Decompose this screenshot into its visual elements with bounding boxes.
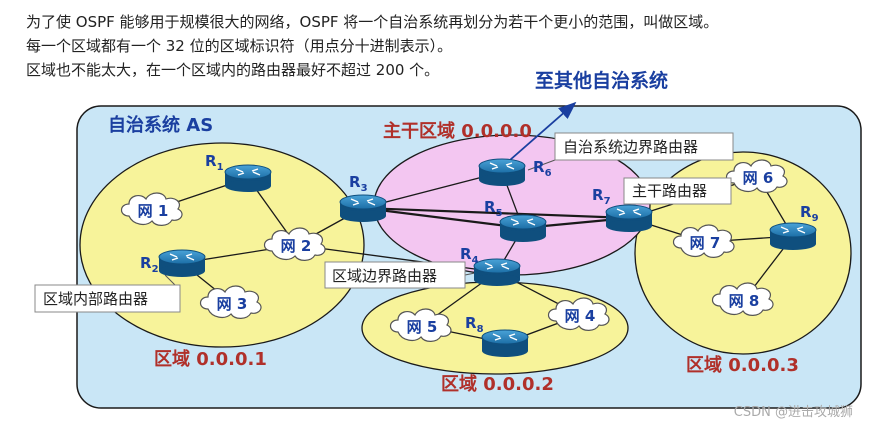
router-r8-icon (481, 329, 529, 358)
intro-line-3: 区域也不能太大，在一个区域内的路由器最好不超过 200 个。 (26, 61, 440, 79)
network-7-label: 网 7 (690, 234, 721, 252)
network-5-label: 网 5 (407, 318, 438, 336)
router-r2-label: R2 (140, 254, 159, 275)
network-2-label: 网 2 (281, 237, 312, 255)
router-r9-label: R9 (800, 203, 819, 224)
area-1-label: 区域 0.0.0.1 (154, 348, 267, 370)
as-label: 自治系统 AS (108, 114, 213, 136)
router-r3-icon (339, 194, 387, 223)
area-3-label: 区域 0.0.0.3 (686, 354, 799, 376)
callout-as-boundary: 自治系统边界路由器 (554, 132, 734, 161)
callout-backbone-router-text: 主干路由器 (632, 182, 707, 200)
watermark: CSDN @进击攻城狮 (734, 405, 853, 420)
router-r5-label: R5 (484, 198, 503, 219)
network-6-label: 网 6 (743, 169, 774, 187)
callout-as-boundary-text: 自治系统边界路由器 (563, 138, 698, 156)
router-r7-icon (605, 204, 653, 233)
callout-internal-router-text: 区域内部路由器 (43, 290, 148, 308)
router-r7-label: R7 (592, 186, 611, 207)
router-r3-label: R3 (349, 173, 368, 194)
router-r8-label: R8 (465, 314, 484, 335)
router-r6-label: R6 (533, 158, 552, 179)
callout-internal-router: 区域内部路由器 (34, 284, 181, 313)
router-r1-icon (224, 164, 272, 193)
router-r6-icon (478, 158, 526, 187)
backbone-area-label: 主干区域 0.0.0.0 (383, 120, 532, 142)
router-r1-label: R1 (205, 152, 224, 173)
network-1-label: 网 1 (138, 202, 169, 220)
network-3-label: 网 3 (217, 295, 248, 313)
network-8-label: 网 8 (729, 292, 760, 310)
intro-line-1: 为了使 OSPF 能够用于规模很大的网络，OSPF 将一个自治系统再划分为若干个… (26, 13, 719, 31)
intro-text: 为了使 OSPF 能够用于规模很大的网络，OSPF 将一个自治系统再划分为若干个… (26, 10, 866, 82)
router-r4-icon (473, 258, 521, 287)
callout-area-border: 区域边界路由器 (324, 261, 466, 289)
router-r9-icon (769, 222, 817, 251)
router-r4-label: R4 (460, 245, 479, 266)
router-r5-icon (499, 214, 547, 243)
network-4-label: 网 4 (565, 307, 596, 325)
external-link-arrow (509, 101, 577, 161)
external-as-label: 至其他自治系统 (535, 69, 668, 92)
area-2-label: 区域 0.0.0.2 (441, 373, 554, 395)
callout-area-border-text: 区域边界路由器 (332, 267, 437, 285)
intro-line-2: 每一个区域都有一个 32 位的区域标识符（用点分十进制表示）。 (26, 37, 453, 55)
callout-backbone-router: 主干路由器 (623, 177, 732, 205)
router-r2-icon (158, 249, 206, 278)
